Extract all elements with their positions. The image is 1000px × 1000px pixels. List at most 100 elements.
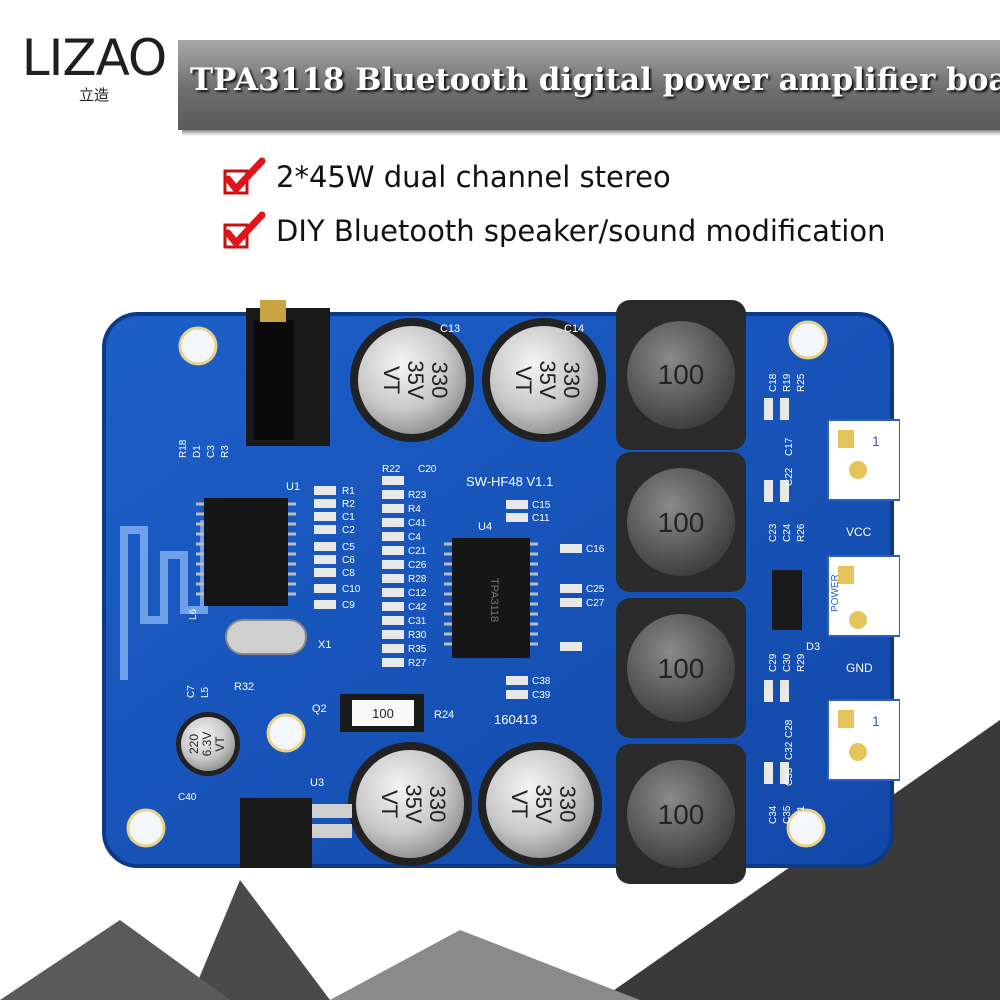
ref-labels-center: C20 C15 C11 C16 C25 C27 C38 C39 C7 L5 L6 xyxy=(186,464,605,701)
svg-text:C7: C7 xyxy=(186,685,197,698)
svg-text:C16: C16 xyxy=(586,544,605,555)
inductor: 100 xyxy=(616,744,746,884)
cap-voltage: 35V xyxy=(401,784,426,823)
svg-text:R18: R18 xyxy=(178,439,189,458)
chip-label: TPA3118 xyxy=(488,578,500,622)
cap-value: 330 xyxy=(559,362,584,399)
mount-hole xyxy=(786,808,826,848)
cap-voltage: 35V xyxy=(531,784,556,823)
ref-labels-left: R1 R2 C1 C2 C5 C6 C8 C10 C9 xyxy=(342,486,361,611)
feature-text: DIY Bluetooth speaker/sound modification xyxy=(276,214,886,248)
svg-text:C24: C24 xyxy=(782,523,793,542)
ref-r32: R32 xyxy=(234,681,254,693)
smd-mid-column xyxy=(382,476,404,667)
inductor: 100 xyxy=(616,300,746,450)
gnd-label: GND xyxy=(846,661,873,675)
svg-text:R27: R27 xyxy=(408,658,427,669)
svg-text:R2: R2 xyxy=(342,499,355,510)
chip-ref: U4 xyxy=(478,521,492,533)
svg-text:C3: C3 xyxy=(206,445,217,458)
amplifier-board-image: 330 35V VT C13 330 35V VT C14 330 35V VT… xyxy=(102,300,900,885)
svg-text:C4: C4 xyxy=(408,532,421,543)
svg-text:C20: C20 xyxy=(418,464,437,475)
check-icon xyxy=(223,211,266,249)
svg-text:R25: R25 xyxy=(796,373,807,392)
vcc-label: VCC xyxy=(846,525,872,539)
svg-text:C41: C41 xyxy=(408,518,427,529)
mount-hole xyxy=(126,808,166,848)
terminal-block: 1 xyxy=(827,419,900,501)
check-icon xyxy=(223,157,266,195)
svg-text:C32: C32 xyxy=(784,741,795,760)
cap-voltage: 35V xyxy=(403,360,428,399)
svg-text:C31: C31 xyxy=(408,616,427,627)
capacitor-c40: 220 6.3V VT C40 xyxy=(176,712,240,803)
svg-text:X1: X1 xyxy=(318,639,331,651)
smd-center xyxy=(506,500,582,699)
inductor-value: 100 xyxy=(658,799,705,830)
inductor: 100 xyxy=(616,452,746,592)
mount-hole xyxy=(266,713,306,753)
svg-text:C12: C12 xyxy=(408,588,427,599)
title-banner xyxy=(178,40,1000,130)
svg-text:C22: C22 xyxy=(784,467,795,486)
cap-value: 330 xyxy=(555,786,580,823)
svg-text:C1: C1 xyxy=(342,512,355,523)
audio-jack xyxy=(246,300,330,446)
feature-list: 2*45W dual channel stereo DIY Bluetooth … xyxy=(222,150,885,258)
svg-text:D1: D1 xyxy=(192,445,203,458)
svg-text:C18: C18 xyxy=(768,373,779,392)
svg-text:C29: C29 xyxy=(768,653,779,672)
cap-series: VT xyxy=(511,366,536,394)
cap-voltage: 6.3V xyxy=(200,732,214,757)
date-code: 160413 xyxy=(494,712,537,727)
chip-u4: TPA3118 U4 xyxy=(444,521,538,658)
brand-name: LIZAO xyxy=(21,29,168,87)
svg-text:R22: R22 xyxy=(382,464,401,475)
antenna-trace xyxy=(120,520,208,680)
svg-text:R31: R31 xyxy=(796,805,807,824)
svg-text:C38: C38 xyxy=(532,676,551,687)
svg-text:R35: R35 xyxy=(408,644,427,655)
svg-text:C42: C42 xyxy=(408,602,427,613)
svg-text:C11: C11 xyxy=(532,513,550,524)
svg-text:L5: L5 xyxy=(200,686,211,698)
page-title: TPA3118 Bluetooth digital power amplifie… xyxy=(190,62,1000,98)
svg-text:C2: C2 xyxy=(342,525,355,536)
resistor-value: 100 xyxy=(372,706,394,721)
smd-left-column xyxy=(314,486,336,609)
svg-text:R1: R1 xyxy=(342,486,355,497)
svg-text:C10: C10 xyxy=(342,584,361,595)
feature-text: 2*45W dual channel stereo xyxy=(276,160,671,194)
cap-value: 330 xyxy=(425,786,450,823)
cap-ref: C36 xyxy=(436,873,456,885)
svg-text:C17: C17 xyxy=(784,437,795,456)
pin-label: 1 xyxy=(872,433,880,449)
board-model: SW-HF48 V1.1 xyxy=(466,474,553,489)
svg-text:D3: D3 xyxy=(806,641,820,653)
ref-labels-right: C18 R19 R25 C17 C22 C23 C24 R26 C29 C30 … xyxy=(768,373,807,824)
feature-item: 2*45W dual channel stereo xyxy=(222,150,885,204)
inductor-value: 100 xyxy=(658,653,705,684)
cap-ref: C40 xyxy=(178,792,197,803)
svg-text:R24: R24 xyxy=(434,709,454,721)
power-label: POWER xyxy=(830,574,841,612)
svg-text:C6: C6 xyxy=(342,555,355,566)
brand-subtitle: 立造 xyxy=(78,86,109,104)
crystal-x1: X1 xyxy=(225,619,331,655)
cap-voltage: 35V xyxy=(535,360,560,399)
svg-text:C35: C35 xyxy=(782,805,793,824)
chip-ref: U1 xyxy=(286,481,300,493)
terminal-block: POWER xyxy=(827,555,900,637)
ref-labels-mid: R22 R23 R4 C41 C4 C21 C26 R28 C12 C42 C3… xyxy=(382,464,427,669)
svg-text:L6: L6 xyxy=(188,608,199,620)
svg-text:C21: C21 xyxy=(408,546,427,557)
svg-text:C5: C5 xyxy=(342,542,355,553)
svg-text:C33: C33 xyxy=(784,767,795,786)
svg-text:R28: R28 xyxy=(408,574,427,585)
capacitor-c13: 330 35V VT C13 xyxy=(350,318,474,442)
svg-text:R30: R30 xyxy=(408,630,427,641)
resistor-r24: 100 R24 xyxy=(340,694,454,732)
capacitor-c14: 330 35V VT C14 xyxy=(482,318,606,442)
inductor: 100 xyxy=(616,598,746,738)
